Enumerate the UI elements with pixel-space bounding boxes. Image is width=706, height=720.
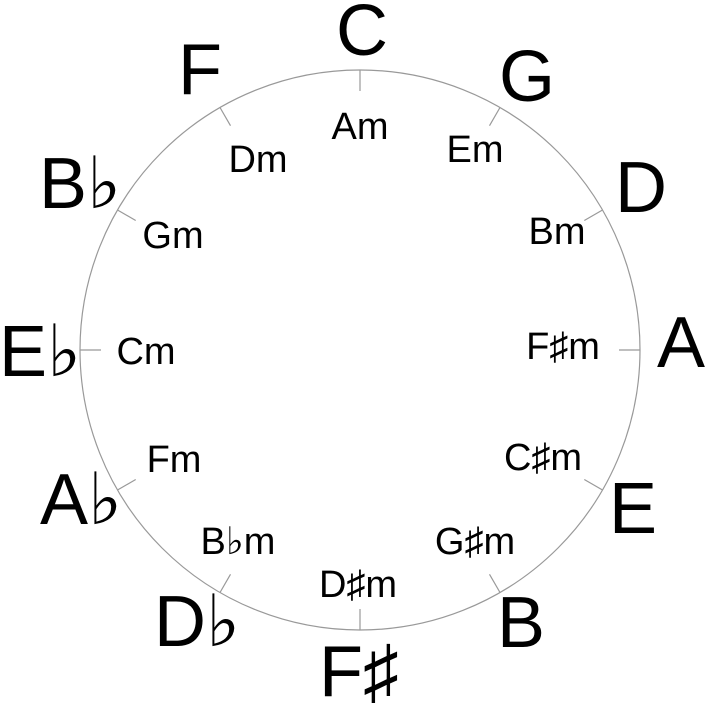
minor-key-label-c-sharp-m: C♯m: [503, 437, 583, 479]
minor-key-label-g-sharp-m: G♯m: [434, 521, 516, 563]
major-key-label-d: D: [615, 148, 667, 228]
major-key-label-b-flat: B♭: [39, 144, 121, 224]
major-key-label-c: C: [336, 0, 388, 71]
tick-10-oclock: [117, 209, 136, 222]
tick-7-oclock: [219, 574, 232, 593]
tick-8-oclock: [117, 478, 136, 491]
major-key-label-e: E: [608, 469, 658, 549]
minor-key-label-am: Am: [331, 106, 389, 148]
tick-1-oclock: [488, 107, 501, 126]
tick-4-oclock: [584, 478, 603, 491]
minor-key-label-bm: Bm: [528, 211, 586, 253]
major-key-label-e-flat: E♭: [0, 312, 81, 392]
tick-marks: [80, 70, 640, 630]
tick-2-oclock: [584, 209, 603, 222]
major-key-label-b: B: [496, 583, 546, 663]
major-key-label-a-flat: A♭: [40, 460, 122, 540]
minor-key-label-f-sharp-m: F♯m: [526, 326, 600, 368]
minor-key-label-cm: Cm: [116, 331, 176, 373]
minor-key-label-fm: Fm: [146, 439, 202, 481]
tick-5-oclock: [488, 574, 501, 593]
minor-key-label-dm: Dm: [228, 139, 288, 181]
major-key-label-d-flat: D♭: [154, 582, 240, 662]
tick-11-oclock: [219, 107, 232, 126]
major-key-label-f-sharp: F♯: [319, 632, 399, 712]
major-key-label-f: F: [178, 30, 222, 110]
minor-key-label-em: Em: [446, 129, 504, 171]
major-key-label-a: A: [656, 303, 706, 383]
minor-key-label-b-flat-m: B♭m: [200, 521, 276, 563]
major-key-label-g: G: [498, 37, 556, 117]
minor-key-label-gm: Gm: [142, 215, 204, 257]
minor-key-label-d-sharp-m: D♯m: [318, 564, 398, 606]
